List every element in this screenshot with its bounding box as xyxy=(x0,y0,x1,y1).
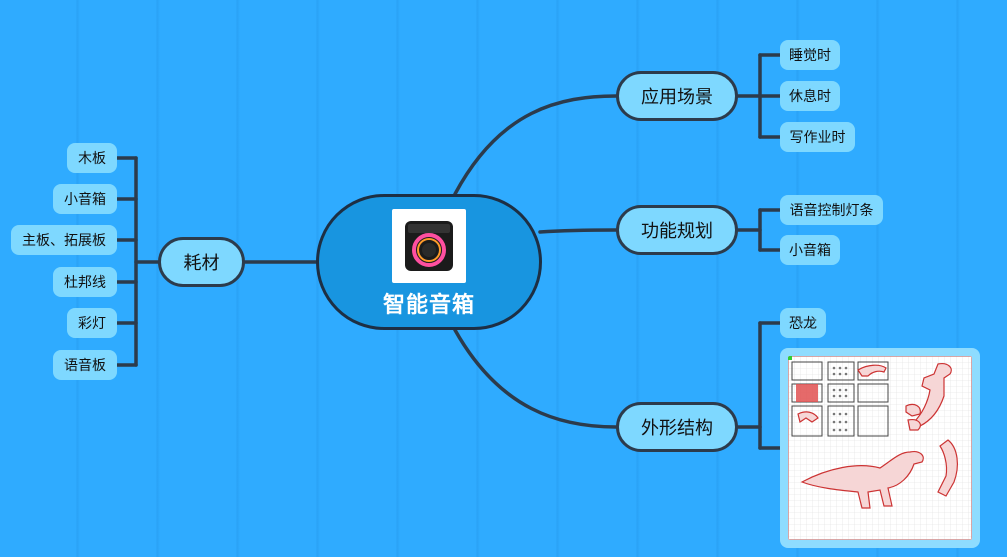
leaf-wood-board[interactable]: 木板 xyxy=(67,143,117,173)
branch-function[interactable]: 功能规划 xyxy=(616,205,738,255)
leaf-dupont-wire[interactable]: 杜邦线 xyxy=(53,267,117,297)
link-center-scenes xyxy=(453,94,618,196)
leaf-homework[interactable]: 写作业时 xyxy=(780,122,855,152)
leaf-voice-board[interactable]: 语音板 xyxy=(53,350,117,380)
link-center-shape xyxy=(453,328,618,429)
dinosaur-design-image[interactable] xyxy=(780,348,980,548)
branch-shape[interactable]: 外形结构 xyxy=(616,402,738,452)
branch-scenes[interactable]: 应用场景 xyxy=(616,71,738,121)
leaf-mini-speaker[interactable]: 小音箱 xyxy=(780,235,840,265)
link-center-function xyxy=(538,228,618,234)
laser-cut-layout-icon xyxy=(788,356,972,540)
branch-consumables[interactable]: 耗材 xyxy=(158,237,245,287)
leaf-sleeping[interactable]: 睡觉时 xyxy=(780,40,840,70)
leaf-mainboard[interactable]: 主板、拓展板 xyxy=(11,225,117,255)
center-title: 智能音箱 xyxy=(382,293,475,318)
speaker-image xyxy=(392,209,466,283)
center-node[interactable]: 智能音箱 xyxy=(316,194,542,330)
leaf-voice-light[interactable]: 语音控制灯条 xyxy=(780,195,883,225)
leaf-small-speaker[interactable]: 小音箱 xyxy=(53,184,117,214)
leaf-dinosaur[interactable]: 恐龙 xyxy=(780,308,826,338)
leaf-resting[interactable]: 休息时 xyxy=(780,81,840,111)
leaf-color-light[interactable]: 彩灯 xyxy=(67,308,117,338)
